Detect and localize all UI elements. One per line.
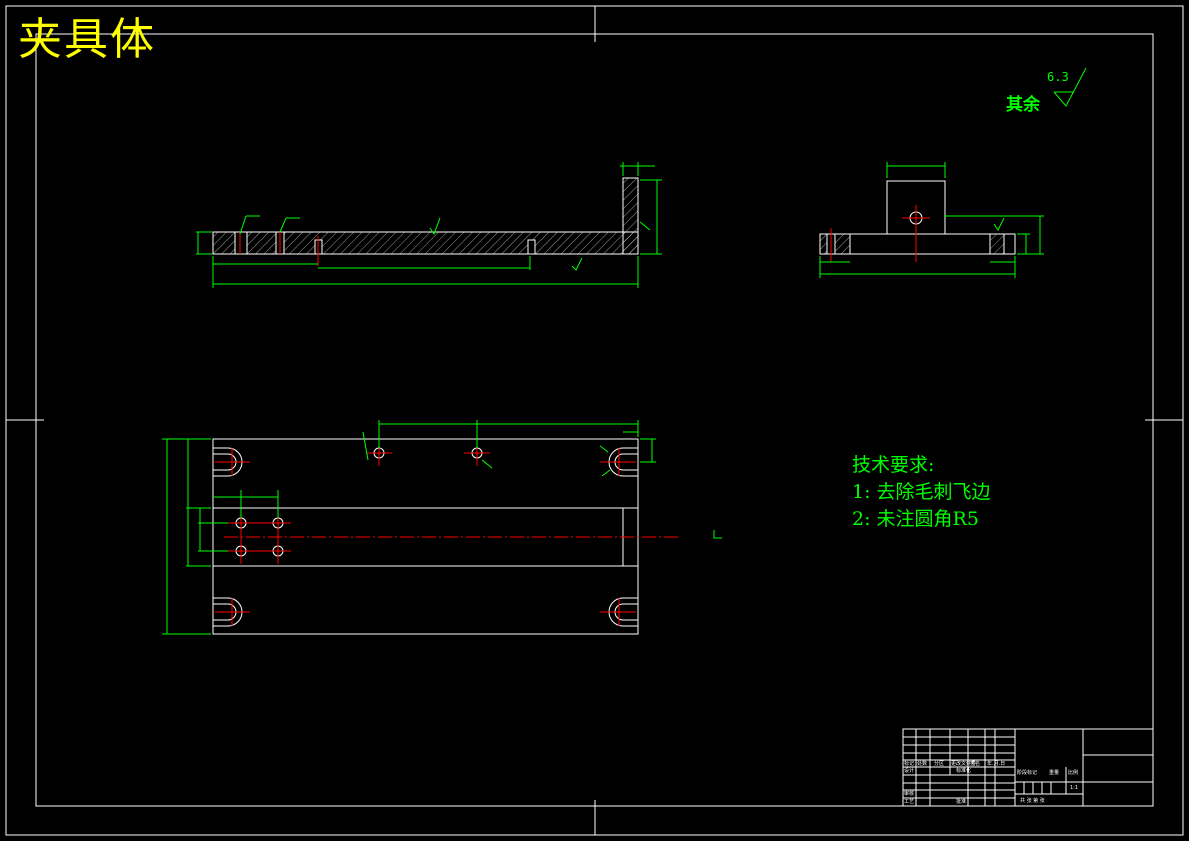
- top-view: [162, 420, 722, 635]
- tb-count: 处数: [917, 761, 928, 767]
- tb-change-doc: 更改文件号: [951, 761, 977, 767]
- front-section-view: [196, 162, 662, 288]
- tb-mark: 标记: [904, 761, 915, 767]
- tech-item-2: 2: 未注圆角R5: [852, 508, 979, 530]
- tb-weight: 重量: [1049, 770, 1060, 776]
- tb-approve: 批准: [956, 799, 967, 805]
- drawing-title: 夹具体: [18, 14, 156, 65]
- outer-border: [5, 5, 1184, 836]
- tb-standard: 标准化: [956, 768, 972, 774]
- technical-requirements: 技术要求: 1: 去除毛刺飞边 2: 未注圆角R5: [852, 452, 991, 533]
- tb-scale: 比例: [1068, 770, 1079, 776]
- inner-frame: [35, 33, 1154, 807]
- tb-design: 设计: [904, 768, 915, 774]
- tb-review: 审核: [904, 791, 915, 797]
- tb-stage: 阶段标记: [1017, 770, 1038, 776]
- roughness-label: 其余: [1006, 95, 1040, 115]
- roughness-symbol: [1053, 67, 1087, 107]
- tb-zone: 分区: [934, 761, 945, 767]
- title-block: [902, 728, 1154, 807]
- tb-sign: 签名: [970, 761, 981, 767]
- center-marks: [6, 6, 1183, 835]
- tech-item-1: 1: 去除毛刺飞边: [852, 481, 991, 503]
- side-view: [819, 162, 1044, 278]
- tb-sheet: 共 张 第 张: [1020, 798, 1045, 804]
- tb-process: 工艺: [904, 799, 915, 805]
- tb-date: 年.月.日: [987, 761, 1006, 767]
- roughness-value: 6.3: [1047, 70, 1069, 84]
- tech-heading: 技术要求:: [852, 454, 935, 476]
- tb-scale-value: 1:1: [1070, 785, 1079, 791]
